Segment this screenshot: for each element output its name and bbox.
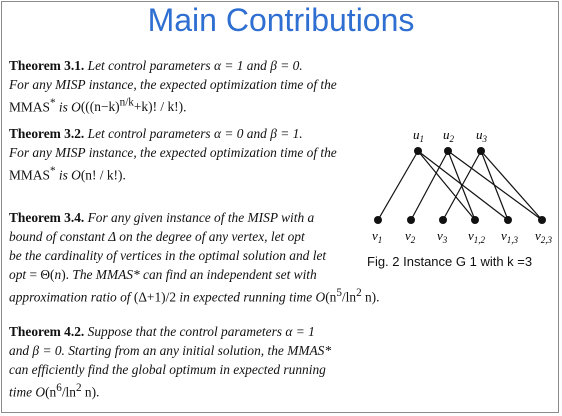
graph-edges	[377, 150, 543, 221]
node-u2	[444, 147, 452, 155]
node-u1	[414, 147, 422, 155]
theorem-4-2: Theorem 4.2. Suppose that the control pa…	[9, 324, 332, 400]
theorem-3-1: Theorem 3.1. Let control parameters α = …	[9, 58, 337, 115]
label-v1: v1	[372, 228, 382, 245]
slide-title: Main Contributions	[147, 2, 415, 38]
node-u3	[477, 147, 485, 155]
label-v23: v2,3	[535, 228, 553, 245]
theorem-3-4-label: Theorem 3.4.	[9, 210, 85, 225]
node-v3	[439, 216, 447, 224]
node-v2	[407, 216, 415, 224]
label-u1: u1	[413, 127, 424, 144]
theorem-4-2-label: Theorem 4.2.	[9, 324, 85, 339]
node-v13	[504, 216, 512, 224]
node-v23	[538, 216, 546, 224]
theorem-3-1-line-1: Theorem 3.1. Let control parameters α = …	[9, 58, 303, 73]
theorem-3-4: Theorem 3.4. For any given instance of t…	[9, 210, 380, 305]
figure-caption: Fig. 2 Instance G 1 with k =3	[367, 254, 533, 269]
label-v2: v2	[405, 228, 416, 245]
theorem-3-2: Theorem 3.2. Let control parameters α = …	[9, 126, 337, 183]
label-u2: u2	[443, 127, 455, 144]
node-v1	[374, 216, 382, 224]
label-u3: u3	[476, 127, 488, 144]
theorem-3-2-label: Theorem 3.2.	[9, 126, 85, 141]
label-v13: v1,3	[501, 228, 519, 245]
label-v12: v1,2	[468, 228, 486, 245]
node-v12	[471, 216, 479, 224]
theorem-3-1-label: Theorem 3.1.	[9, 58, 85, 73]
label-v3: v3	[437, 228, 448, 245]
